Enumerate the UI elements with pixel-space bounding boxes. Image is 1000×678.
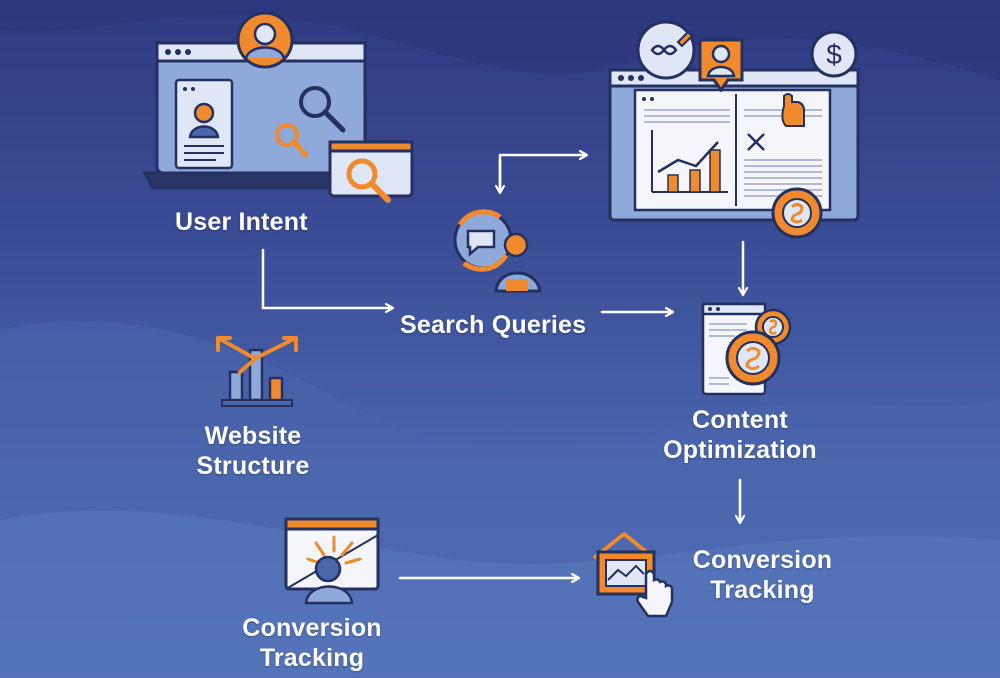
document-coin-icon (701, 302, 792, 396)
search-queries-label: Search Queries (400, 311, 587, 339)
content-optimization-label-line1: Content (692, 406, 788, 434)
laptop-search-icon (142, 11, 414, 203)
user-intent-label: User Intent (175, 208, 308, 236)
bar-chart-arrows-icon (216, 336, 298, 407)
content-optimization-label-line2: Optimization (663, 436, 817, 464)
website-structure-label-line2: Structure (196, 452, 310, 480)
conversion-tracking-right-label-line2: Tracking (710, 576, 815, 604)
dollar-symbol: $ (826, 39, 842, 70)
conversion-tracking-left-label-line1: Conversion (242, 614, 382, 642)
analytics-dashboard-icon (608, 20, 860, 239)
website-structure-label-line1: Website (204, 422, 302, 450)
arrow-search-to-dashboard (498, 155, 586, 194)
user-chat-icon (453, 209, 542, 293)
conversion-tracking-right-label-line1: Conversion (692, 546, 833, 574)
conversion-tracking-left-label-line2: Tracking (259, 644, 365, 672)
arrow-user-intent-to-search-queries (261, 248, 392, 308)
pointer-click-icon (592, 532, 674, 618)
browser-user-burst-icon (284, 517, 380, 605)
dollar-circle-icon: $ (810, 30, 858, 78)
